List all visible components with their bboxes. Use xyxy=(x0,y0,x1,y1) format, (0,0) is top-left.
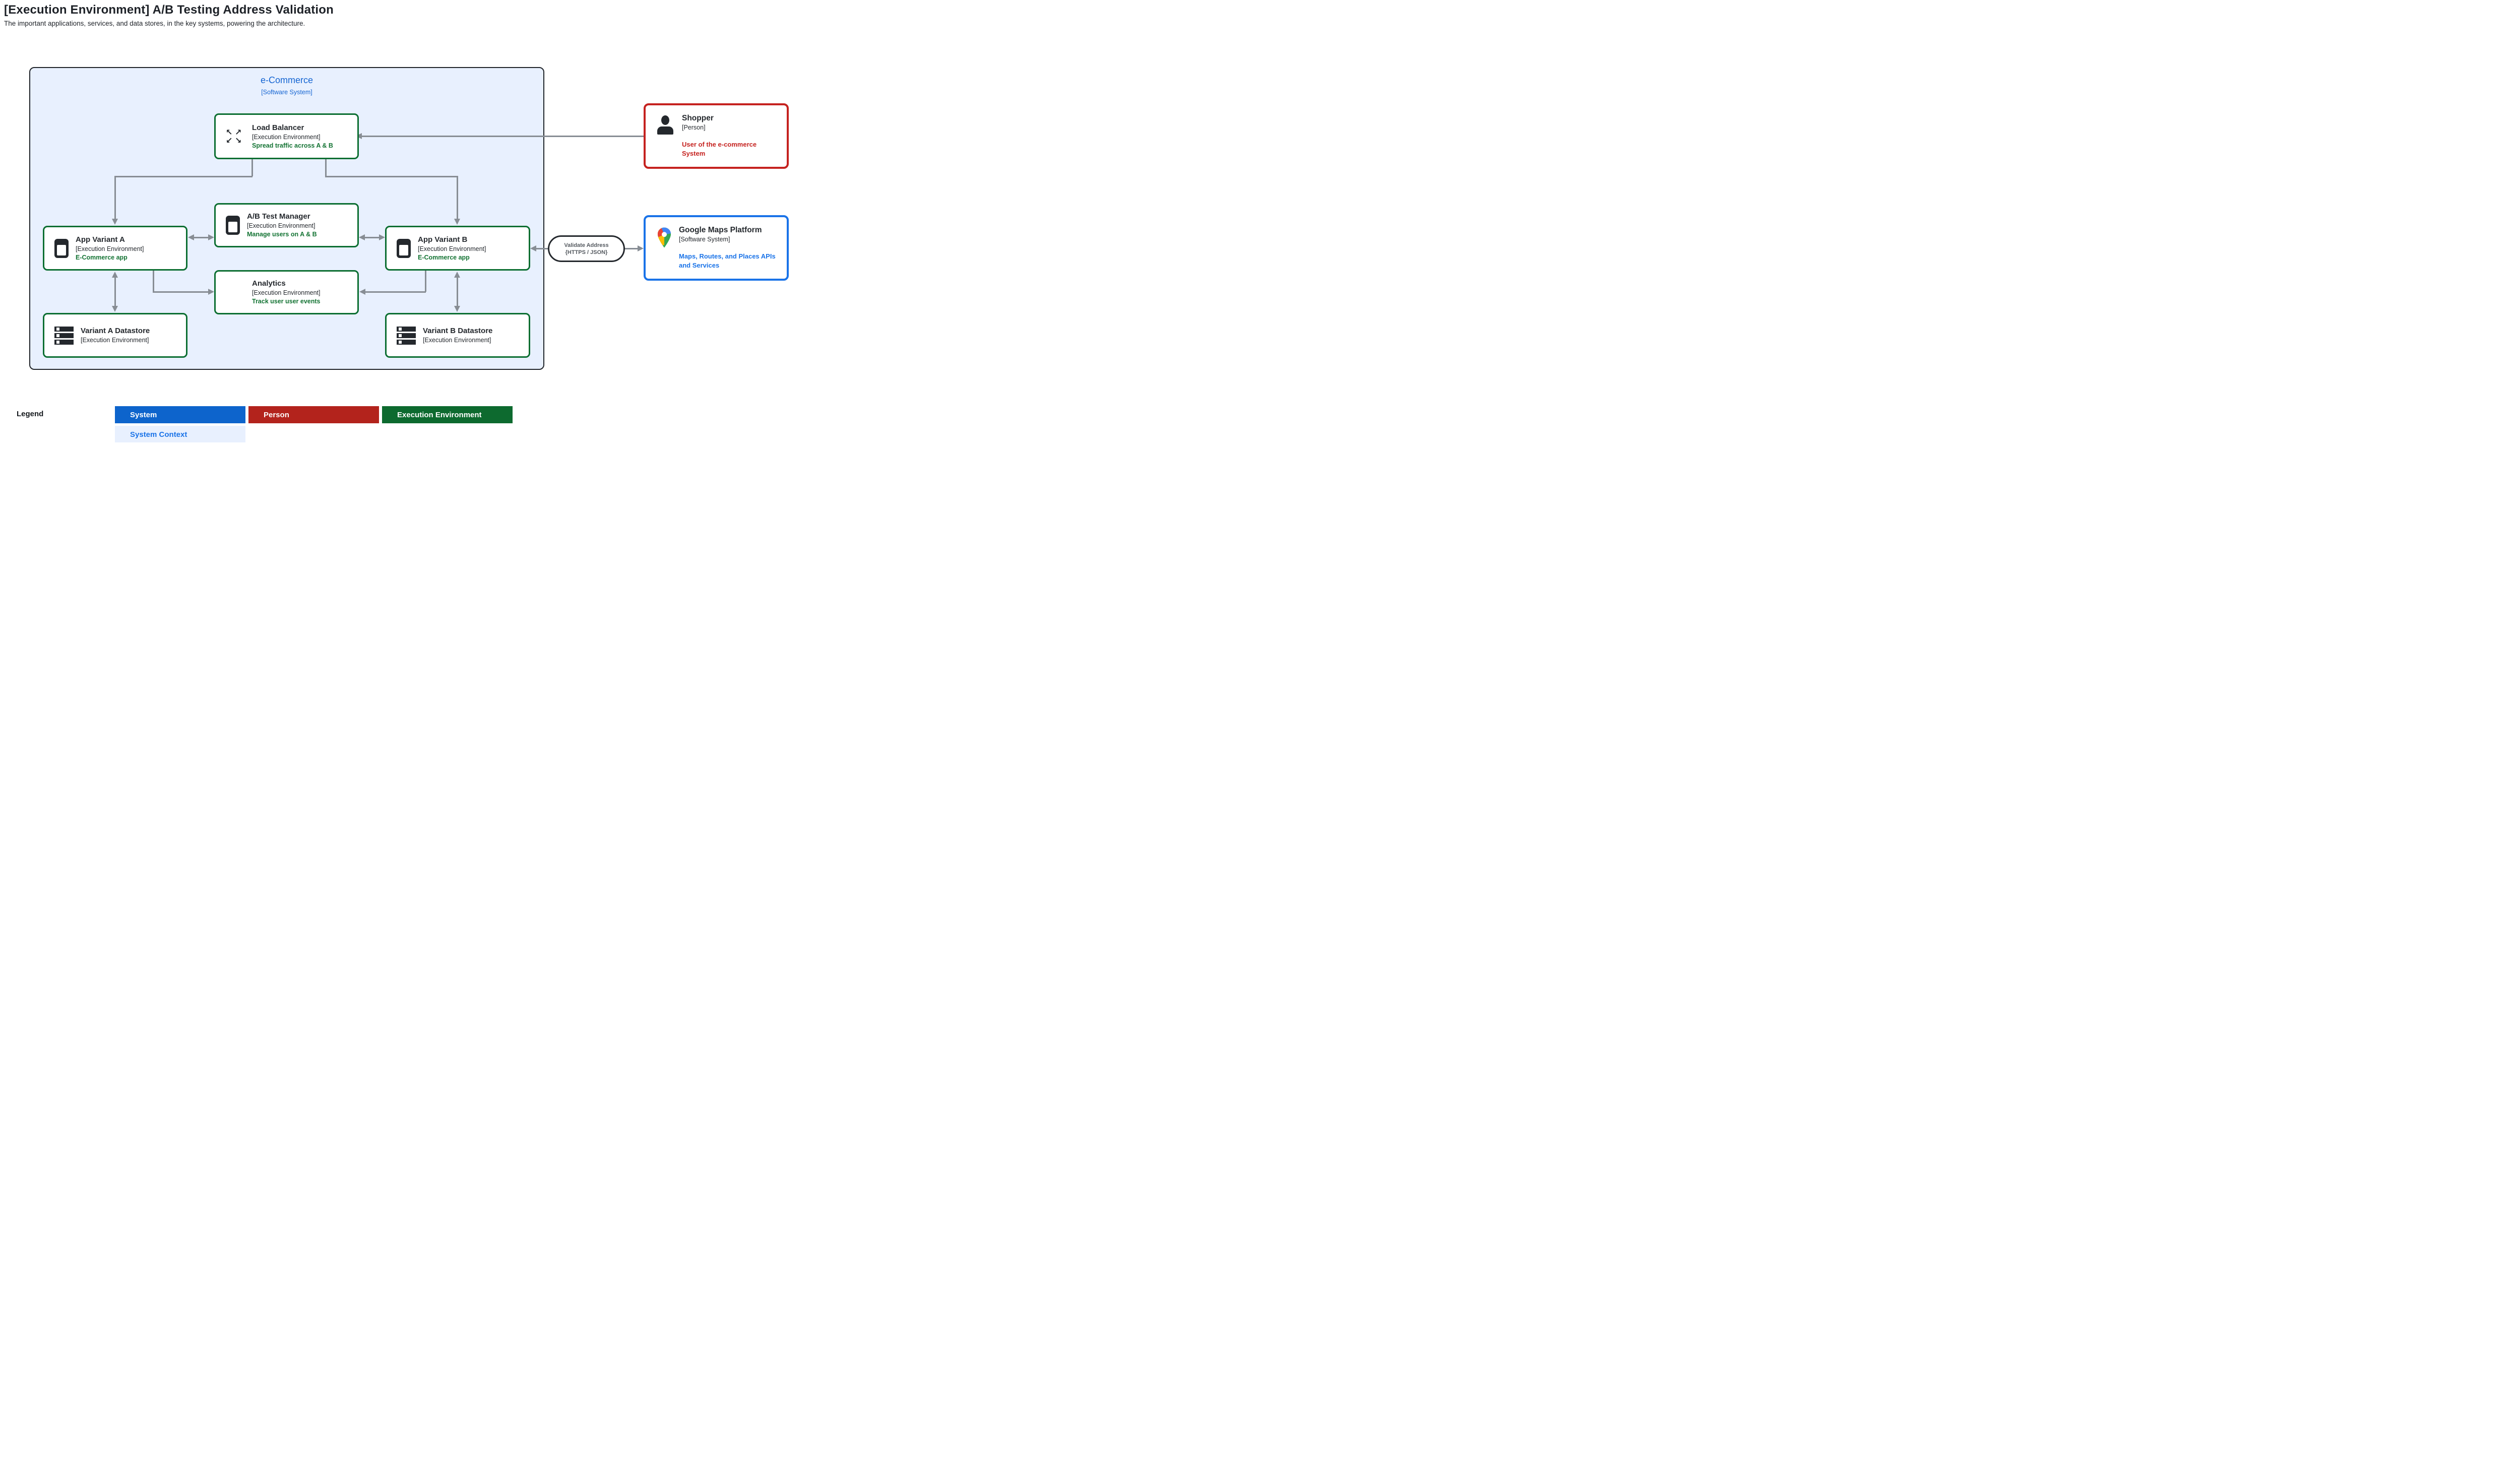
container-type: [Software System] xyxy=(261,89,312,96)
edge-abtm-appa xyxy=(193,237,209,238)
datastore-bar xyxy=(397,339,416,345)
arrowhead-into-abtm-left xyxy=(208,234,214,240)
node-title: App Variant A xyxy=(76,235,125,244)
arrowhead-into-dsb-top xyxy=(454,306,460,312)
edge-lb-appa-final xyxy=(114,176,116,220)
app-window-icon xyxy=(226,216,240,235)
google-maps-pin-icon xyxy=(657,227,671,248)
edge-lb-appa-run xyxy=(114,176,253,177)
load-balancer-arrows-icon: ↖ ↗ ↙ ↘ xyxy=(226,128,245,145)
node-type: [Execution Environment] xyxy=(76,245,144,252)
node-google-maps-platform: Google Maps Platform [Software System] M… xyxy=(644,215,789,281)
node-type: [Software System] xyxy=(679,236,730,243)
node-desc: Manage users on A & B xyxy=(247,231,317,238)
node-type: [Execution Environment] xyxy=(252,289,321,296)
node-type: [Execution Environment] xyxy=(423,337,491,344)
node-title: Variant B Datastore xyxy=(423,327,493,335)
node-type: [Person] xyxy=(682,124,706,131)
node-title: Load Balancer xyxy=(252,123,304,132)
legend-label: Legend xyxy=(17,410,44,418)
node-title: Shopper xyxy=(682,114,714,122)
node-desc: Maps, Routes, and Places APIs and Servic… xyxy=(679,252,776,269)
node-type: [Execution Environment] xyxy=(252,133,321,141)
node-type: [Execution Environment] xyxy=(81,337,149,344)
app-window-icon xyxy=(397,238,411,258)
legend-item-system-context: System Context xyxy=(115,426,245,442)
datastore-bar xyxy=(54,333,74,338)
node-shopper: Shopper [Person] User of the e-commerce … xyxy=(644,103,789,169)
node-desc: Spread traffic across A & B xyxy=(252,142,333,149)
edge-appb-dsb xyxy=(457,275,458,309)
node-variant-a-datastore: Variant A Datastore [Execution Environme… xyxy=(43,313,187,358)
arrowhead-into-appb-bottom xyxy=(454,272,460,278)
node-title: Analytics xyxy=(252,279,286,288)
edge-label-validate-address: Validate Address {HTTPS / JSON} xyxy=(548,235,625,262)
edge-abtm-appb xyxy=(363,237,380,238)
edge-label-line2: {HTTPS / JSON} xyxy=(565,249,608,255)
edge-appa-dsa xyxy=(114,275,116,309)
page-subtitle: The important applications, services, an… xyxy=(4,20,305,27)
legend-item-person: Person xyxy=(248,406,379,423)
node-title: Variant A Datastore xyxy=(81,327,150,335)
arrowhead-into-appa-bottom xyxy=(112,272,118,278)
node-title: Google Maps Platform xyxy=(679,226,762,234)
node-ab-test-manager: A/B Test Manager [Execution Environment]… xyxy=(214,203,359,247)
person-icon xyxy=(657,115,674,135)
edge-shopper-loadbalancer xyxy=(359,136,644,137)
node-desc: E-Commerce app xyxy=(418,253,470,261)
arrowhead-into-appa-right xyxy=(188,234,194,240)
edge-appb-analytics-drop xyxy=(425,271,426,292)
arrowhead-into-analytics-left xyxy=(208,289,214,295)
node-app-variant-a: App Variant A [Execution Environment] E-… xyxy=(43,226,187,271)
datastore-bar xyxy=(397,333,416,338)
arrowhead-into-dsa-top xyxy=(112,306,118,312)
legend-item-execution-environment: Execution Environment xyxy=(382,406,513,423)
node-type: [Execution Environment] xyxy=(247,222,316,229)
edge-lb-appb-drop xyxy=(325,159,327,176)
container-title: e-Commerce xyxy=(260,75,313,85)
edge-appb-analytics-run xyxy=(364,291,426,293)
node-desc: User of the e-commerce System xyxy=(682,141,757,157)
page-title: [Execution Environment] A/B Testing Addr… xyxy=(4,3,334,17)
node-load-balancer: ↖ ↗ ↙ ↘ Load Balancer [Execution Environ… xyxy=(214,113,359,159)
node-variant-b-datastore: Variant B Datastore [Execution Environme… xyxy=(385,313,530,358)
diagram-canvas: [Execution Environment] A/B Testing Addr… xyxy=(0,0,790,442)
node-app-variant-b: App Variant B [Execution Environment] E-… xyxy=(385,226,530,271)
datastore-bar xyxy=(397,326,416,332)
edge-label-line1: Validate Address xyxy=(564,242,609,248)
arrow-ne-glyph: ↗ xyxy=(235,127,242,137)
datastore-icon xyxy=(397,326,416,345)
arrowhead-into-appb-right xyxy=(530,245,536,251)
legend-item-system: System xyxy=(115,406,245,423)
datastore-icon xyxy=(54,326,74,345)
edge-lb-appb-run xyxy=(325,176,458,177)
datastore-bar xyxy=(54,326,74,332)
node-desc: Track user user events xyxy=(252,298,321,305)
datastore-bar xyxy=(54,339,74,345)
edge-lb-appa-drop xyxy=(251,159,253,176)
arrowhead-into-analytics-right xyxy=(359,289,365,295)
app-window-icon xyxy=(54,238,69,258)
node-analytics: Analytics [Execution Environment] Track … xyxy=(214,270,359,314)
edge-appa-analytics-drop xyxy=(153,271,154,292)
node-title: App Variant B xyxy=(418,235,468,244)
edge-lb-appb-final xyxy=(457,176,458,220)
node-type: [Execution Environment] xyxy=(418,245,486,252)
node-title: A/B Test Manager xyxy=(247,212,310,221)
arrowhead-into-appb-left xyxy=(379,234,385,240)
arrow-sw-glyph: ↙ xyxy=(226,135,233,145)
arrow-se-glyph: ↘ xyxy=(235,135,242,145)
arrowhead-into-appa-top xyxy=(112,219,118,225)
arrowhead-into-gmaps-left xyxy=(638,245,644,251)
node-desc: E-Commerce app xyxy=(76,253,128,261)
arrowhead-into-appb-top xyxy=(454,219,460,225)
arrowhead-into-abtm-right xyxy=(359,234,365,240)
arrow-nw-glyph: ↖ xyxy=(226,127,233,137)
edge-appa-analytics-run xyxy=(153,291,209,293)
